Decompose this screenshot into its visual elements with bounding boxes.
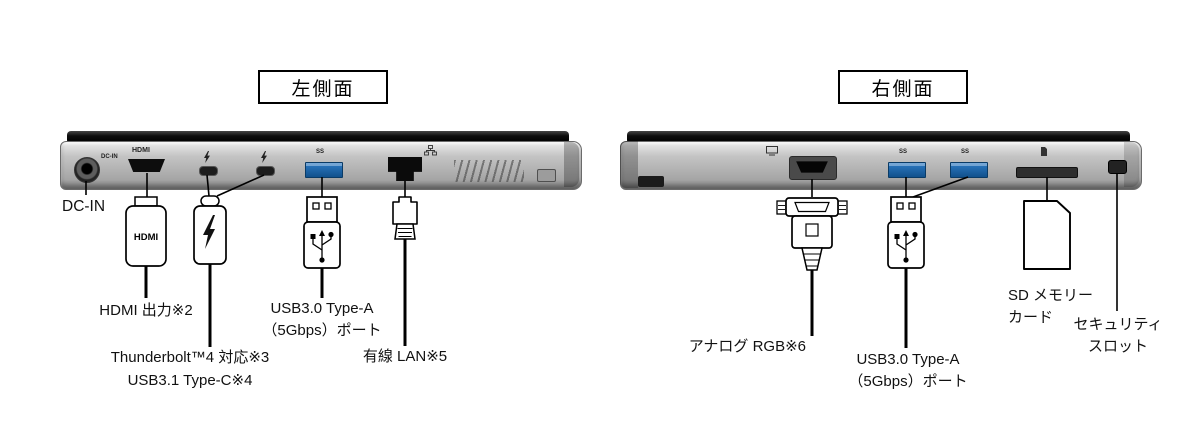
usb-c-port-1 <box>199 166 218 176</box>
hdmi-port <box>128 159 165 172</box>
sd-card-label-line1: SD メモリー <box>1008 287 1094 304</box>
usb-ss-marking-right-2: SS <box>961 149 970 155</box>
dc-in-port <box>74 157 100 183</box>
usb-a-port-left <box>305 162 343 178</box>
right-side-title: 右側面 <box>838 70 968 104</box>
sd-marking-icon <box>1041 147 1047 156</box>
left-laptop-hinge <box>564 142 579 187</box>
vent-grille <box>454 160 524 182</box>
left-side-title: 左側面 <box>258 70 388 104</box>
usb-a-port-right-2 <box>950 162 988 178</box>
thunderbolt-marking-icon-1 <box>204 151 210 163</box>
security-slot-label-line1: セキュリティ <box>1073 316 1163 333</box>
usb-ss-marking-left: SS <box>316 149 325 155</box>
right-laptop-foot <box>638 176 664 187</box>
usb-a-port-right-1 <box>888 162 926 178</box>
dcin-label: DC-IN <box>62 198 106 215</box>
thunderbolt-icon <box>203 215 215 249</box>
usb-right-label-line1: USB3.0 Type-A <box>856 351 960 368</box>
lan-marking-icon <box>424 145 437 156</box>
analog-rgb-label: アナログ RGB※6 <box>688 338 806 355</box>
vga-port-dsub <box>796 161 828 173</box>
hdmi-connector: HDMI <box>125 196 167 298</box>
lan-connector <box>392 196 418 346</box>
side-button <box>537 169 556 182</box>
right-side-title-text: 右側面 <box>871 78 935 100</box>
usb-left-label-line2: （5Gbps）ポート <box>262 322 382 339</box>
monitor-marking-icon <box>766 146 778 156</box>
dcin-port-marking: DC-IN <box>101 154 118 160</box>
right-laptop-hinge <box>620 141 638 188</box>
left-side-title-text: 左側面 <box>291 78 355 100</box>
usb-ss-marking-right-1: SS <box>899 149 908 155</box>
right-laptop-lid <box>627 131 1130 142</box>
security-slot-label-line2: スロット <box>1087 338 1148 355</box>
left-laptop-lid <box>67 131 569 142</box>
usb-left-label-line1: USB3.0 Type-A <box>270 300 374 317</box>
right-laptop-body <box>620 141 1142 190</box>
sd-card <box>1023 200 1071 270</box>
usb-c-port-2 <box>256 166 275 176</box>
hdmi-port-marking: HDMI <box>132 147 150 154</box>
usb-a-connector-right <box>887 196 925 348</box>
lan-label: 有線 LAN※5 <box>362 348 448 365</box>
hdmi-label: HDMI 出力※2 <box>99 302 193 319</box>
thunderbolt-label-line2: USB3.1 Type-C※4 <box>127 372 253 389</box>
usb-a-connector-left <box>303 196 341 298</box>
usb-trident-icon <box>896 234 916 260</box>
thunderbolt-marking-icon-2 <box>261 151 267 163</box>
usb-right-label-line2: （5Gbps）ポート <box>848 373 968 390</box>
right-laptop-end <box>1124 142 1139 187</box>
usb-trident-icon <box>312 234 332 260</box>
vga-connector <box>776 197 848 336</box>
thunderbolt-label-line1: Thunderbolt™4 対応※3 <box>110 349 270 366</box>
thunderbolt-connector <box>193 195 227 347</box>
hdmi-connector-logo: HDMI <box>134 232 158 243</box>
sd-card-label-line2: カード <box>1008 309 1054 326</box>
